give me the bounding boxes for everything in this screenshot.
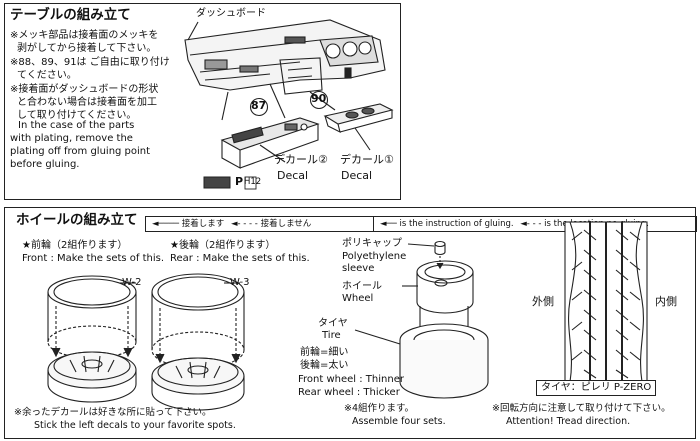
note-line: plating off from gluing point — [10, 146, 151, 157]
paint-swatch — [203, 176, 231, 189]
front-thinner-label: 前輪=細い — [300, 347, 349, 358]
tread-direction-note-en: Attention! Tread direction. — [506, 416, 631, 427]
wheel-label: ホイール — [342, 281, 382, 292]
decal-2-label-en: Decal — [277, 169, 309, 182]
dashboard-label: ダッシュボード — [196, 8, 266, 19]
front-wheel-heading: ★前輪（2組作ります） — [22, 240, 128, 251]
legend-glue-jp: 接着します — [181, 219, 225, 229]
decal-1-label-en: Decal — [341, 169, 373, 182]
polycap-label-en1: Polyethylene — [342, 251, 407, 262]
note-line: with plating, remove the — [10, 133, 133, 144]
paint-code: H12 — [244, 177, 262, 187]
legend-arrow-dashed: ◄- - - — [520, 219, 542, 229]
tire-brand-label: タイヤ：ピレリ P-ZERO — [536, 380, 657, 396]
legend-noglue-jp: 接着しません — [260, 219, 312, 229]
note-line: before gluing. — [10, 159, 80, 170]
tire-label-en: Tire — [322, 330, 341, 341]
rear-thicker-label-en: Rear wheel : Thicker — [298, 387, 400, 398]
note-line: ※メッキ部品は接着面のメッキを — [10, 30, 159, 41]
leftover-decal-note-en: Stick the left decals to your favorite s… — [34, 420, 236, 431]
outer-side-label: 外側 — [532, 295, 554, 308]
part-w3-label: W-3 — [230, 277, 250, 288]
note-line: てください。 — [17, 70, 77, 81]
decal-2-label: デカール② — [274, 153, 328, 166]
four-sets-note: ※4組作ります。 — [344, 403, 415, 414]
rear-wheel-heading-en: Rear : Make the sets of this. — [170, 253, 310, 264]
note-line: ※88、89、91は ご自由に取り付け — [10, 57, 170, 68]
polycap-label-en2: sleeve — [342, 263, 375, 274]
front-thinner-label-en: Front wheel : Thinner — [298, 374, 404, 385]
decal-1-label: デカール① — [340, 153, 394, 166]
paint-prefix: P — [235, 175, 244, 188]
inner-side-label: 内側 — [655, 295, 677, 308]
note-line: ※接着面がダッシュボードの形状 — [10, 84, 159, 95]
note-line: して取り付けてください。 — [17, 110, 137, 121]
front-wheel-heading-en: Front : Make the sets of this. — [22, 253, 165, 264]
note-line: 剥がしてから接着して下さい。 — [17, 43, 157, 54]
polycap-label: ポリキャップ — [342, 238, 402, 249]
legend-glue-en: is the instruction of gluing. — [399, 219, 514, 229]
wheel-label-en: Wheel — [342, 293, 374, 304]
legend-arrow-solid: ◄──── — [152, 219, 180, 229]
note-line: と合わない場合は接着面を加工 — [17, 97, 157, 108]
legend-arrow-solid: ◄── — [380, 219, 397, 229]
part-90-number: 90 — [311, 92, 327, 105]
four-sets-note-en: Assemble four sets. — [352, 416, 446, 427]
part-87-number: 87 — [251, 99, 267, 112]
tread-direction-note: ※回転方向に注意して取り付けて下さい。 — [492, 403, 671, 414]
leftover-decal-note: ※余ったデカールは好きな所に貼って下さい。 — [14, 407, 212, 418]
table-assembly-title: テーブルの組み立て — [10, 7, 131, 23]
wheel-assembly-title: ホイールの組み立て — [16, 212, 138, 228]
rear-thicker-label: 後輪=太い — [300, 360, 349, 371]
part-w2-label: W-2 — [122, 277, 142, 288]
note-line: In the case of the parts — [18, 120, 135, 131]
legend-arrow-dashed: ◄- - - - — [230, 219, 258, 229]
rear-wheel-heading: ★後輪（2組作ります） — [170, 240, 276, 251]
tire-label: タイヤ — [318, 318, 348, 329]
